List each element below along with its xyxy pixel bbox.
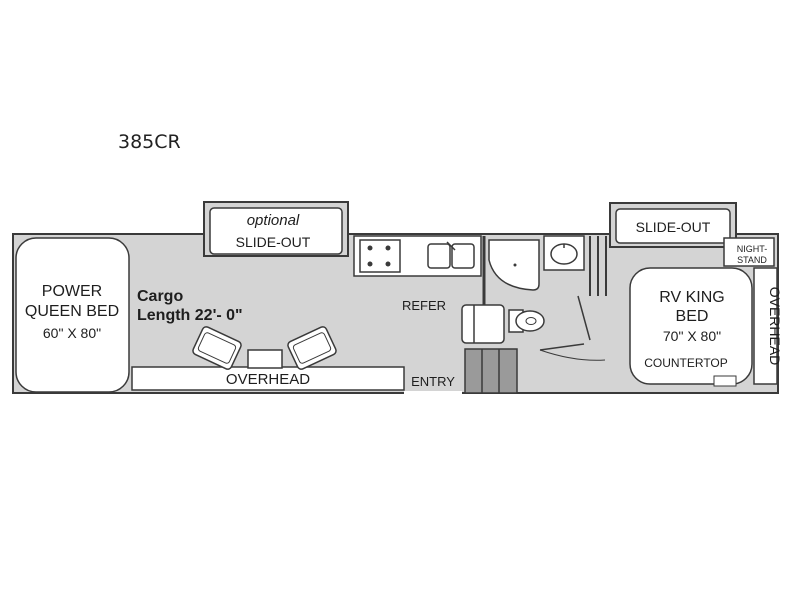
- rv-king-label-1: RV KING: [659, 289, 725, 306]
- rv-king-size: 70" X 80": [663, 328, 721, 344]
- rv-king-label-2: BED: [676, 308, 709, 325]
- entry-steps: [464, 348, 518, 394]
- cargo-label: Cargo: [137, 288, 183, 305]
- countertop-label: COUNTERTOP: [644, 356, 728, 370]
- nightstand-label-1: NIGHT-: [737, 244, 768, 254]
- power-queen-label-2: QUEEN BED: [25, 303, 119, 320]
- overhead-rear-cabinet: [753, 267, 778, 385]
- overhead-front-label: OVERHEAD: [226, 371, 310, 388]
- entry-label: ENTRY: [411, 374, 455, 389]
- cargo-length-label: Length 22'- 0": [137, 307, 243, 324]
- chair-right: [287, 326, 337, 370]
- power-queen-size: 60" X 80": [43, 325, 101, 341]
- kitchen-sink: [427, 241, 475, 269]
- nightstand-label-2: STAND: [737, 255, 767, 265]
- optional-label: optional: [247, 212, 300, 229]
- stove: [359, 239, 401, 273]
- nightstand: [723, 237, 775, 267]
- overhead-rear-label: OVERHEAD: [767, 287, 783, 366]
- countertop: [713, 375, 737, 387]
- power-queen-bed: [15, 237, 130, 393]
- refer-label: REFER: [402, 298, 446, 313]
- rear-slide-out-interior: [615, 208, 731, 244]
- front-slide-out-interior: [209, 207, 343, 255]
- refrigerator: [461, 304, 505, 344]
- model-name: 385CR: [118, 131, 181, 153]
- chair-left: [192, 326, 242, 370]
- slide-out-rear-label: SLIDE-OUT: [636, 219, 711, 235]
- slide-out-front-label: SLIDE-OUT: [236, 234, 311, 250]
- toilet: [508, 309, 545, 333]
- rv-king-bed: [629, 267, 753, 385]
- power-queen-label-1: POWER: [42, 283, 102, 300]
- table: [247, 349, 283, 369]
